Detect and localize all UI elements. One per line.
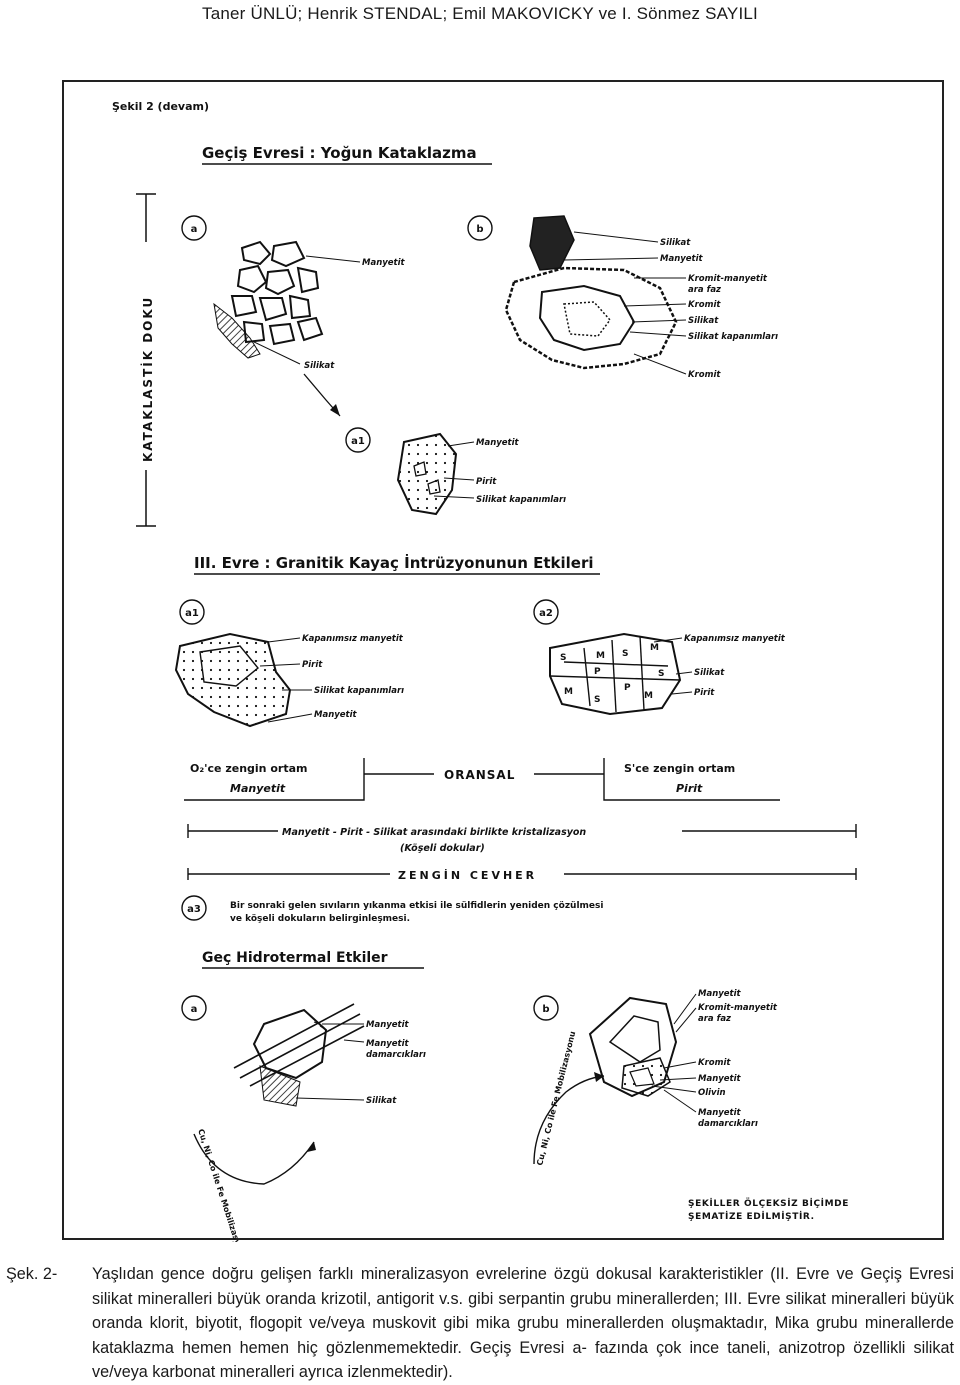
label-late-a-damarcik: damarcıkları (366, 1050, 426, 1060)
caption-text: Yaşlıdan gence doğru gelişen farklı mine… (92, 1265, 954, 1382)
label-silikat: Silikat (304, 361, 335, 371)
figure-caption: Şek. 2- Yaşlıdan gence doğru gelişen far… (6, 1262, 954, 1385)
figure-drawing: Şekil 2 (devam) Geçiş Evresi : Yoğun Kat… (112, 100, 857, 1242)
late-b-arrow-text: Cu, Ni, Co ile Fe Mobilizasyonu (535, 1030, 577, 1167)
label-b-kromit-2: Kromit (688, 370, 721, 380)
label-silikat-a2: Silikat (694, 668, 725, 678)
label-b-silikat-2: Silikat (688, 316, 719, 326)
panel-letter-a: a (191, 224, 198, 235)
grain-m-1: M (596, 651, 605, 661)
panel-granitic-a2: a2 S M S M P S M P S M Kapanımsız many (533, 599, 786, 716)
proportional-row: O₂'ce zengin ortam Manyetit ORANSAL S'ce… (184, 758, 780, 801)
label-manyetit-a1: Manyetit (476, 438, 520, 448)
grain-m-3: M (564, 687, 573, 697)
panel-transition-a1: a1 Manyetit Pirit Silikat kapanımları (345, 427, 566, 516)
label-kapanimsiz-manyetit: Kapanımsız manyetit (302, 634, 404, 644)
grain-s-1: S (560, 653, 566, 663)
section-title-granitic: III. Evre : Granitik Kayaç İntrüzyonunun… (194, 553, 594, 572)
label-silikat-kapanim-a1: Silikat kapanımları (476, 495, 566, 505)
panel-letter-late-a: a (191, 1004, 198, 1015)
label-b-kromit-manyetit: Kromit-manyetit (688, 274, 768, 284)
panel-late-b: b Manyetit Kromit-manyetit ara faz Kromi… (533, 989, 778, 1167)
panel-letter-a3: a3 (187, 904, 201, 915)
running-header: Taner ÜNLÜ; Henrik STENDAL; Emil MAKOVIC… (202, 4, 758, 23)
label-late-b-ara-faz: ara faz (698, 1014, 731, 1024)
a3-line1: Bir sonraki gelen sıvıların yıkanma etki… (230, 901, 603, 911)
label-b-kromit: Kromit (688, 300, 721, 310)
footnote-line1: ŞEKİLLER ÖLÇEKSİZ BİÇİMDE (688, 1198, 849, 1209)
panel-letter-b: b (476, 224, 483, 235)
panel-letter-a1: a1 (351, 436, 365, 447)
cryst-line1: Manyetit - Pirit - Silikat arasındaki bi… (282, 827, 586, 838)
panel-transition-b: b Silikat Manyetit Kromit-manyetit ara f… (467, 215, 778, 380)
grain-m-4: M (644, 691, 653, 701)
left-box-line2: Manyetit (230, 782, 286, 795)
label-pirit-granitic: Pirit (302, 660, 323, 670)
label-b-silikat: Silikat (660, 238, 691, 248)
figure-panel: Şekil 2 (devam) Geçiş Evresi : Yoğun Kat… (62, 80, 944, 1242)
panel-granitic-a1: a1 Kapanımsız manyetit Pirit Silikat kap… (174, 599, 404, 728)
panel-granitic-a3: a3 Bir sonraki gelen sıvıların yıkanma e… (181, 895, 603, 924)
label-late-b-kromit: Kromit (698, 1058, 731, 1068)
label-late-a-manyetit: Manyetit (366, 1020, 410, 1030)
section-title-late: Geç Hidrotermal Etkiler (202, 950, 388, 966)
side-label-kataklastik: KATAKLASTİK DOKU (140, 296, 155, 462)
cryst-line2: (Köşeli dokular) (400, 843, 485, 854)
panel-letter-granitic-a1: a1 (185, 608, 199, 619)
label-b-ara-faz: ara faz (688, 285, 721, 295)
label-late-b-manyetit: Manyetit (698, 989, 742, 999)
panel-letter-granitic-a2: a2 (539, 608, 553, 619)
right-box-line1: S'ce zengin ortam (624, 762, 735, 775)
footnote-line2: ŞEMATİZE EDİLMİŞTİR. (688, 1211, 815, 1222)
label-manyetit-granitic: Manyetit (314, 710, 358, 720)
label-b-silikat-kapanim: Silikat kapanımları (688, 332, 778, 342)
cataclastic-bracket: KATAKLASTİK DOKU (136, 193, 156, 527)
panel-late-a: a Manyetit Manyetit damarcıkları Silikat… (181, 995, 426, 1242)
label-pirit-a2: Pirit (694, 688, 715, 698)
continued-label: Şekil 2 (devam) (112, 100, 209, 113)
right-box-line2: Pirit (676, 782, 703, 795)
rich-ore-label: ZENGİN CEVHER (398, 868, 537, 882)
label-late-b-manyetit-2: Manyetit (698, 1074, 742, 1084)
label-late-b-manyetit-3: Manyetit (698, 1108, 742, 1118)
cocrystallisation-span: Manyetit - Pirit - Silikat arasındaki bi… (187, 824, 857, 854)
left-box-line1: O₂'ce zengin ortam (190, 762, 307, 775)
label-manyetit: Manyetit (362, 258, 406, 268)
label-late-a-manyetit-2: Manyetit (366, 1039, 410, 1049)
late-a-arrow-text: Cu, Ni, Co ile Fe Mobilizasyonu (196, 1128, 247, 1242)
panel-transition-a: a Manyetit Silikat (181, 215, 406, 417)
grain-p-2: P (624, 683, 631, 693)
label-late-b-kromit-manyetit: Kromit-manyetit (698, 1003, 778, 1013)
a3-line2: ve köşeli dokuların belirginleşmesi. (230, 914, 410, 924)
label-pirit-a1: Pirit (476, 477, 497, 487)
grain-m-2: M (650, 643, 659, 653)
oransal-label: ORANSAL (444, 768, 515, 782)
rich-ore-span: ZENGİN CEVHER (187, 868, 857, 882)
grain-s-4: S (594, 695, 600, 705)
label-b-manyetit: Manyetit (660, 254, 704, 264)
grain-s-3: S (658, 669, 664, 679)
panel-letter-late-b: b (542, 1004, 549, 1015)
label-silikat-kapanim-granitic: Silikat kapanımları (314, 686, 404, 696)
caption-label: Şek. 2- (6, 1265, 58, 1283)
grain-s-2: S (622, 649, 628, 659)
label-late-b-olivin: Olivin (698, 1088, 726, 1098)
label-late-a-silikat: Silikat (366, 1096, 397, 1106)
section-title-transition: Geçiş Evresi : Yoğun Kataklazma (202, 144, 477, 162)
grain-p-1: P (594, 667, 601, 677)
label-late-b-damarcik: damarcıkları (698, 1119, 758, 1129)
label-kapanimsiz-manyetit-a2: Kapanımsız manyetit (684, 634, 786, 644)
